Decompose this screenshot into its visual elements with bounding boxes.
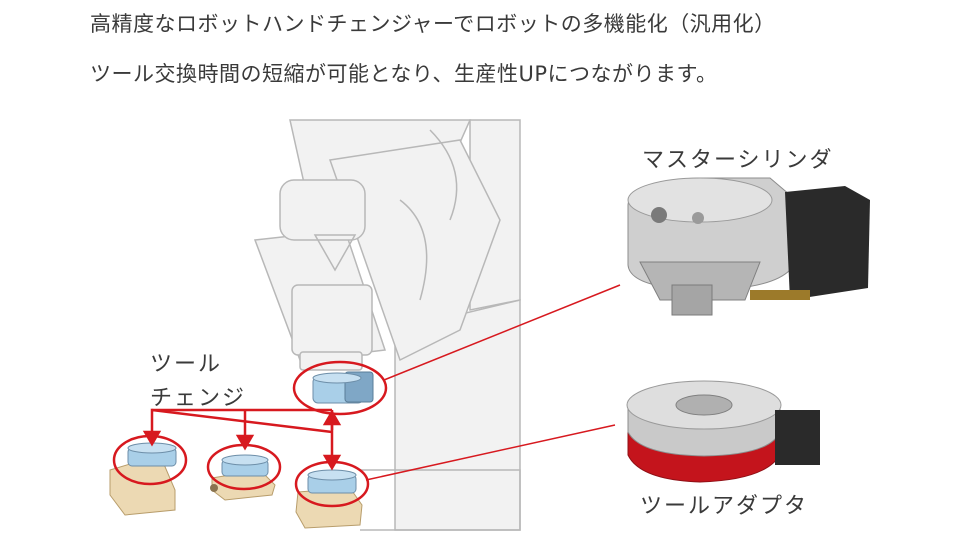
leader-lines (365, 284, 621, 481)
master-cylinder-label: マスターシリンダ (642, 148, 834, 173)
headline-line-2: ツール交換時間の短縮が可能となり、生産性UPにつながります。 (90, 62, 718, 86)
tool-station-1 (109, 442, 177, 516)
tool-station-3 (295, 469, 363, 529)
robot-arm-illustration (253, 119, 521, 531)
tool-station-2 (210, 454, 276, 501)
headline-line-1: 高精度なロボットハンドチェンジャーでロボットの多機能化（汎用化） (90, 12, 776, 36)
tool-changer-label-line-1: ツール (150, 352, 223, 377)
tool-adapter-label: ツールアダプタ (640, 494, 809, 519)
mounted-master-cylinder (312, 371, 374, 404)
tool-change-arrows (142, 408, 342, 471)
tool-adapter-photo (626, 380, 820, 483)
master-cylinder-photo (627, 177, 870, 316)
tool-changer-label-line-2: チェンジ (150, 386, 247, 411)
callout-master-cylinder (292, 360, 388, 416)
